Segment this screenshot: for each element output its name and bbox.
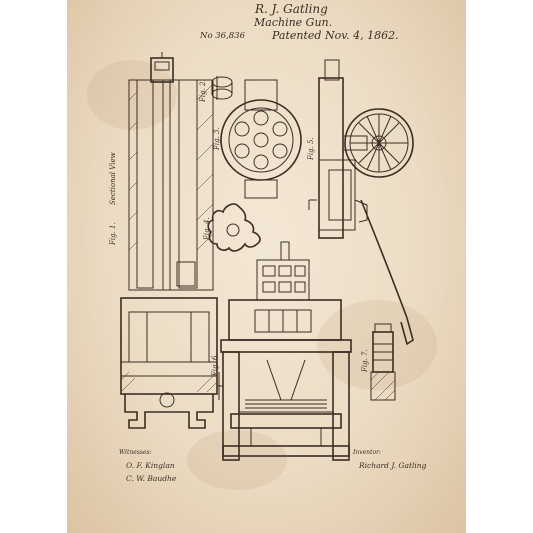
fig7-label: Fig. 7. [361, 349, 369, 373]
fig7-cartridge [370, 323, 396, 401]
patent-number: No 36,836 [200, 31, 245, 41]
fig2-label: Fig. 2. [199, 79, 207, 103]
paper-stain [87, 60, 177, 130]
fig6-front-view [220, 241, 352, 461]
patent-date: Patented Nov. 4, 1862. [272, 29, 399, 42]
witness-1-signature: O. F. Kinglan [126, 461, 175, 470]
fig4-star-cam [207, 203, 261, 252]
fig5-side-elevation [308, 59, 414, 346]
inventor-name: R. J. Gatling [255, 2, 328, 16]
fig1-sectional-view [120, 52, 223, 429]
fig5-label: Fig. 5. [307, 137, 315, 161]
patent-sheet: R. J. Gatling Machine Gun. No 36,836 Pat… [67, 0, 466, 533]
witness-2-signature: C. W. Baudhe [126, 474, 177, 483]
fig1-note: Sectional View [109, 152, 117, 205]
fig2-clip [211, 76, 233, 100]
fig3-label: Fig. 3. [213, 127, 221, 151]
paper-stain [317, 300, 437, 390]
patent-title: Machine Gun. [254, 16, 333, 29]
inventor-label: Inventor: [353, 449, 381, 456]
fig3-cylinder-end-view [220, 79, 302, 199]
patent-drawing: Fig. 1. Sectional View Fig. 2. Fig. 3. [109, 52, 414, 461]
inventor-signature: Richard J. Gatling [359, 461, 427, 470]
fig1-label: Fig. 1. [109, 222, 117, 246]
witnesses-label: Witnesses: [119, 449, 152, 456]
fig4-label: Fig. 4. [203, 217, 211, 241]
fig6-label: Fig. 6. [211, 353, 219, 377]
